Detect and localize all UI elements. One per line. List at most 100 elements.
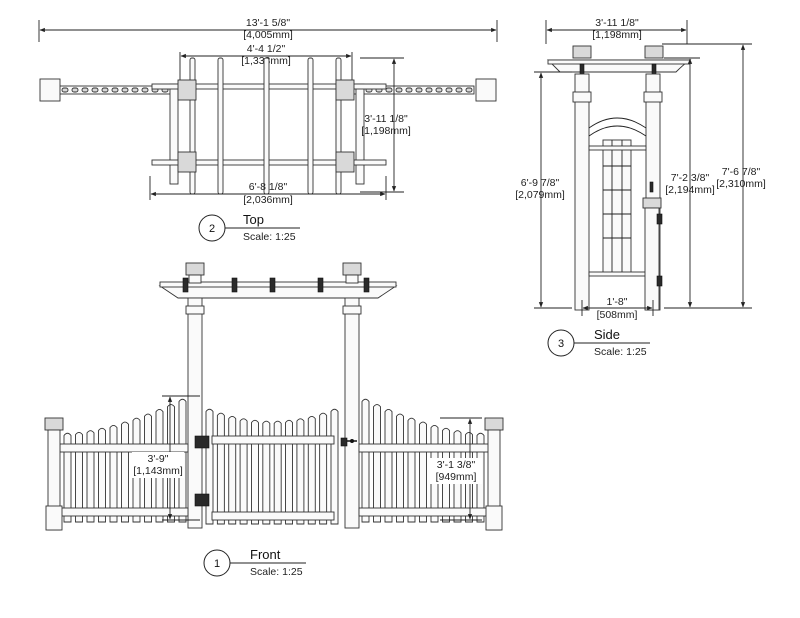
dim-side-post-ft: 6'-9 7/8" <box>521 177 560 189</box>
fence-picket <box>361 398 370 523</box>
side-view-label: 3 Side Scale: 1:25 <box>547 327 650 358</box>
side-view-scale: Scale: 1:25 <box>594 346 647 358</box>
fence-picket <box>239 418 248 525</box>
picket-top <box>131 87 139 93</box>
fence-picket <box>307 415 316 525</box>
front-view: 3'-9" [1,143mm] 3'-1 3/8" [949mm] 1 Fron… <box>44 262 504 578</box>
gate-hinges <box>194 435 210 507</box>
side-view-number: 3 <box>558 338 564 350</box>
dimension-side-mid: 7'-2 3/8" [2,194mm] <box>664 57 715 309</box>
fence-picket <box>373 404 381 523</box>
dimension-front-arch: 3'-9" [1,143mm] <box>132 395 200 521</box>
dim-side-total-mm: [2,310mm] <box>716 178 766 190</box>
fence-picket <box>121 421 129 523</box>
fence-picket <box>109 424 118 523</box>
front-post-cap-left <box>185 262 205 276</box>
picket-top <box>455 87 463 93</box>
dim-top-depth-ft: 3'-11 1/8" <box>364 113 408 125</box>
dim-side-base-ft: 1'-8" <box>607 296 628 308</box>
dim-front-arch-ft: 3'-9" <box>148 453 169 465</box>
dim-top-depth-mm: [1,198mm] <box>361 125 411 137</box>
fence-picket <box>216 412 225 525</box>
dim-top-overall-ft: 13'-1 5/8" <box>246 17 291 29</box>
fence-picket <box>330 408 339 525</box>
picket-top <box>71 87 79 93</box>
picket-top <box>435 87 443 93</box>
dim-front-arch-mm: [1,143mm] <box>133 465 183 477</box>
dim-side-mid-mm: [2,194mm] <box>665 184 715 196</box>
dim-side-base-mm: [508mm] <box>597 309 638 321</box>
picket-top <box>101 87 109 93</box>
fence-picket <box>75 431 83 523</box>
picket-top <box>415 87 423 93</box>
fence-picket <box>262 420 271 525</box>
top-view-scale: Scale: 1:25 <box>243 231 296 243</box>
dim-side-total-ft: 7'-6 7/8" <box>722 166 761 178</box>
picket-top <box>91 87 99 93</box>
fence-picket <box>407 417 416 523</box>
dim-front-fence-ft: 3'-1 3/8" <box>437 459 476 471</box>
picket-top <box>395 87 403 93</box>
front-view-label: 1 Front Scale: 1:25 <box>203 547 306 578</box>
fence-picket <box>273 420 282 525</box>
side-view-title: Side <box>594 327 620 342</box>
front-fence-pickets <box>63 398 485 525</box>
picket-top <box>405 87 413 93</box>
picket-top <box>141 87 149 93</box>
fence-picket <box>419 421 427 523</box>
fence-picket <box>396 413 404 523</box>
fence-picket <box>319 412 328 525</box>
picket-top <box>61 87 69 93</box>
side-post-cap-right <box>644 45 664 59</box>
dim-side-width-mm: [1,198mm] <box>592 29 642 41</box>
dim-side-mid-ft: 7'-2 3/8" <box>671 172 710 184</box>
dim-top-overall-mm: [4,005mm] <box>243 29 293 41</box>
dimension-top-overall: 13'-1 5/8" [4,005mm] <box>38 17 498 42</box>
front-end-posts <box>44 417 504 531</box>
dim-top-rafter-mm: [2,036mm] <box>243 194 293 206</box>
dimension-side-base: 1'-8" [508mm] <box>581 296 654 321</box>
picket-top <box>385 87 393 93</box>
dim-top-gate-ft: 4'-4 1/2" <box>247 43 286 55</box>
top-right-end-post <box>475 78 497 102</box>
gate-latch <box>340 437 357 447</box>
side-post-left <box>574 73 590 311</box>
top-view-title: Top <box>243 212 264 227</box>
dimension-front-fence: 3'-1 3/8" [949mm] <box>428 417 482 521</box>
front-view-title: Front <box>250 547 281 562</box>
dim-side-width-ft: 3'-11 1/8" <box>595 17 639 29</box>
dimension-side-post: 6'-9 7/8" [2,079mm] <box>515 71 572 309</box>
side-lattice <box>588 139 647 277</box>
picket-top <box>465 87 473 93</box>
picket-top <box>425 87 433 93</box>
picket-top <box>111 87 119 93</box>
fence-picket <box>384 409 393 523</box>
top-view: 13'-1 5/8" [4,005mm] 4'-4 1/2" [1,333mm] <box>38 17 498 243</box>
dimension-top-depth: 3'-11 1/8" [1,198mm] <box>360 57 411 193</box>
dimension-side-total: 7'-6 7/8" [2,310mm] <box>662 43 766 309</box>
picket-top <box>121 87 129 93</box>
front-post-cap-right <box>342 262 362 276</box>
front-top-beam <box>158 285 398 299</box>
fence-picket <box>86 430 95 523</box>
dim-side-post-mm: [2,079mm] <box>515 189 565 201</box>
top-view-number: 2 <box>209 223 215 235</box>
top-arbor-frame <box>151 57 387 195</box>
fence-picket <box>251 419 259 525</box>
fence-picket <box>228 415 237 525</box>
fence-picket <box>63 432 72 523</box>
side-post-cap-left <box>572 45 592 59</box>
front-post-left <box>187 297 203 529</box>
picket-top <box>81 87 89 93</box>
top-view-label: 2 Top Scale: 1:25 <box>198 212 300 243</box>
top-left-end-post <box>39 78 61 102</box>
front-rails <box>59 435 490 521</box>
fence-picket <box>285 419 293 525</box>
front-post-right <box>344 297 360 529</box>
fence-picket <box>205 408 214 525</box>
dim-front-fence-mm: [949mm] <box>436 471 477 483</box>
front-view-scale: Scale: 1:25 <box>250 566 303 578</box>
picket-top <box>445 87 453 93</box>
front-view-number: 1 <box>214 558 220 570</box>
